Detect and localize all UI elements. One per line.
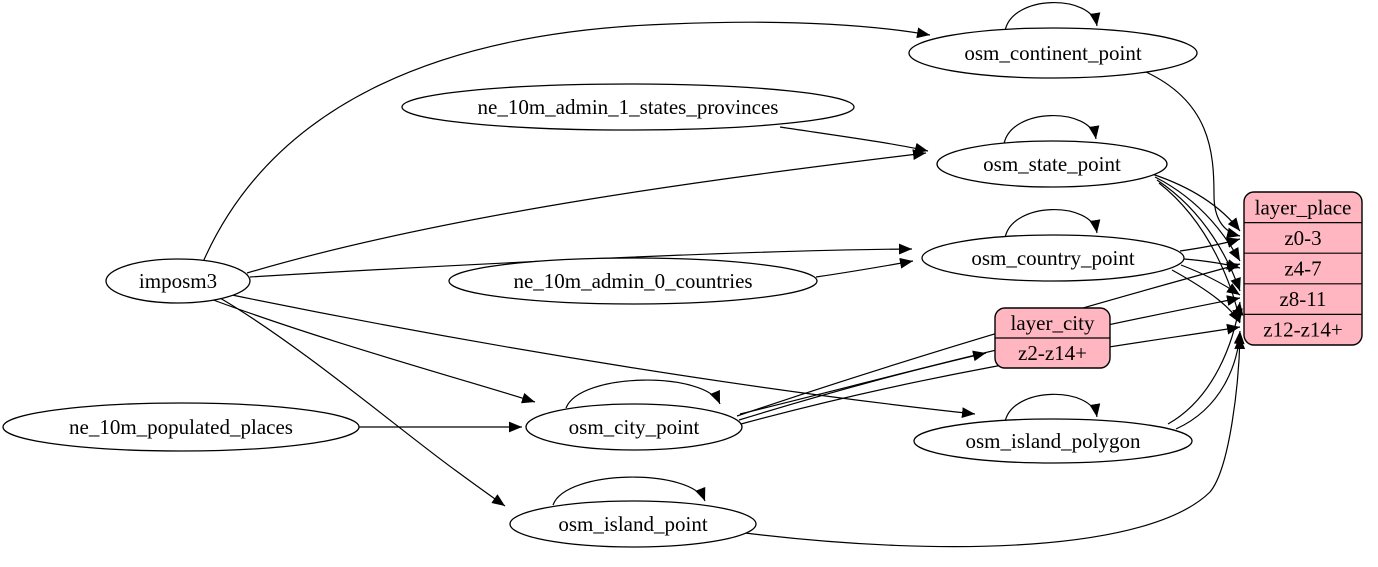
node-osm_island_point-label: osm_island_point — [558, 512, 708, 536]
edge-imposm3-osm-island-polygon — [231, 294, 976, 418]
node-osm_continent_point-label: osm_continent_point — [964, 41, 1141, 65]
node-imposm3-label: imposm3 — [139, 269, 217, 293]
edge-osm-island-polygon-layer-place-z12-z14+ — [1175, 330, 1245, 430]
edge-osm-state-point-layer-place-z0-3 — [1151, 173, 1241, 232]
node-ne_10m_populated_places: ne_10m_populated_places — [2, 402, 360, 452]
self-loop-osm-city-point-osm-city-point — [565, 379, 721, 409]
node-ne_10m_admin_1_states_provinces: ne_10m_admin_1_states_provinces — [401, 83, 855, 131]
node-osm_continent_point-shape — [908, 27, 1198, 79]
edge-osm-city-point-layer-place-z12-z14+ — [740, 323, 1241, 425]
edge-ne-10m-admin-0-countries-osm-country-point — [815, 257, 914, 278]
self-loop-osm-island-point-osm-island-point — [552, 476, 706, 506]
edge-osm-country-point-layer-place-z12-z14+ — [1171, 269, 1241, 324]
node-osm_country_point-label: osm_country_point — [971, 246, 1134, 270]
node-ne_10m_admin_0_countries-label: ne_10m_admin_0_countries — [513, 269, 752, 293]
node-ne_10m_admin_1_states_provinces-label: ne_10m_admin_1_states_provinces — [478, 95, 779, 119]
node-layer: imposm3 ne_10m_admin_1_states_provincesne… — [2, 27, 1363, 548]
node-osm_country_point: osm_country_point — [921, 234, 1185, 282]
node-layer_place-row-z4-7: z4-7 — [1284, 257, 1321, 281]
node-layer_place-title: layer_place — [1255, 195, 1352, 219]
node-osm_island_polygon-shape — [913, 418, 1193, 464]
node-layer_place-row-z8-11: z8-11 — [1279, 287, 1326, 311]
node-osm_state_point-label: osm_state_point — [983, 152, 1121, 176]
node-layer_place-row-z0-3: z0-3 — [1284, 226, 1321, 250]
edge-osm-country-point-layer-place-z8-11 — [1180, 264, 1241, 296]
edge-osm-state-point-layer-place-z4-7 — [1154, 176, 1241, 262]
node-layer_place: layer_place z0-3 z4-7 z8-11 z12-z14+ — [1243, 191, 1363, 346]
self-loop-osm-state-point-osm-state-point — [1003, 115, 1100, 145]
node-imposm3: imposm3 — [105, 258, 251, 304]
node-osm_state_point: osm_state_point — [936, 140, 1168, 188]
edge-osm-country-point-layer-place-z0-3 — [1179, 237, 1241, 252]
node-osm_island_polygon: osm_island_polygon — [913, 418, 1193, 464]
node-layer_place-shape — [1243, 191, 1363, 346]
node-ne_10m_populated_places-shape — [2, 402, 360, 452]
edge-osm-state-point-layer-place-z8-11 — [1156, 179, 1241, 292]
self-loop-osm-island-polygon-osm-island-polygon — [1004, 393, 1101, 423]
edge-imposm3-osm-island-point — [219, 297, 506, 507]
node-ne_10m_populated_places-label: ne_10m_populated_places — [69, 415, 293, 439]
edge-layer — [202, 2, 1246, 548]
edge-osm-continent-point-layer-place-z0-3 — [1145, 71, 1241, 239]
self-loop-osm-continent-point-osm-continent-point — [1004, 2, 1101, 32]
node-ne_10m_admin_0_countries: ne_10m_admin_0_countries — [448, 257, 818, 305]
node-osm_island_polygon-label: osm_island_polygon — [965, 429, 1141, 453]
node-osm_island_point: osm_island_point — [509, 500, 757, 548]
node-osm_continent_point: osm_continent_point — [908, 27, 1198, 79]
edge-osm-island-polygon-layer-place-z8-11 — [1167, 301, 1244, 425]
node-layer_place-row-z12-z14+: z12-z14+ — [1263, 318, 1342, 342]
edge-imposm3-osm-state-point — [246, 149, 927, 274]
node-osm_city_point-label: osm_city_point — [569, 415, 700, 439]
edge-osm-city-point-layer-place-z8-11 — [738, 295, 1241, 421]
edge-imposm3-osm-city-point — [207, 297, 536, 404]
node-layer_city-title: layer_city — [1011, 311, 1095, 335]
edge-osm-island-point-layer-place-z12-z14+ — [744, 335, 1246, 548]
node-imposm3-shape — [105, 258, 251, 304]
node-ne_10m_admin_1_states_provinces-shape — [401, 83, 855, 131]
node-osm_state_point-shape — [936, 140, 1168, 188]
edge-ne-10m-admin-1-states-provinces-osm-state-point — [779, 126, 929, 154]
node-osm_city_point: osm_city_point — [525, 403, 743, 451]
node-layer_city-row-z2-z14+: z2-z14+ — [1018, 341, 1087, 365]
node-ne_10m_admin_0_countries-shape — [448, 257, 818, 305]
self-loop-osm-country-point-osm-country-point — [1004, 209, 1101, 239]
node-osm_city_point-shape — [525, 403, 743, 451]
node-osm_island_point-shape — [509, 500, 757, 548]
edge-imposm3-osm-continent-point — [202, 21, 931, 263]
node-osm_country_point-shape — [921, 234, 1185, 282]
node-layer_city: layer_city z2-z14+ — [994, 307, 1111, 369]
